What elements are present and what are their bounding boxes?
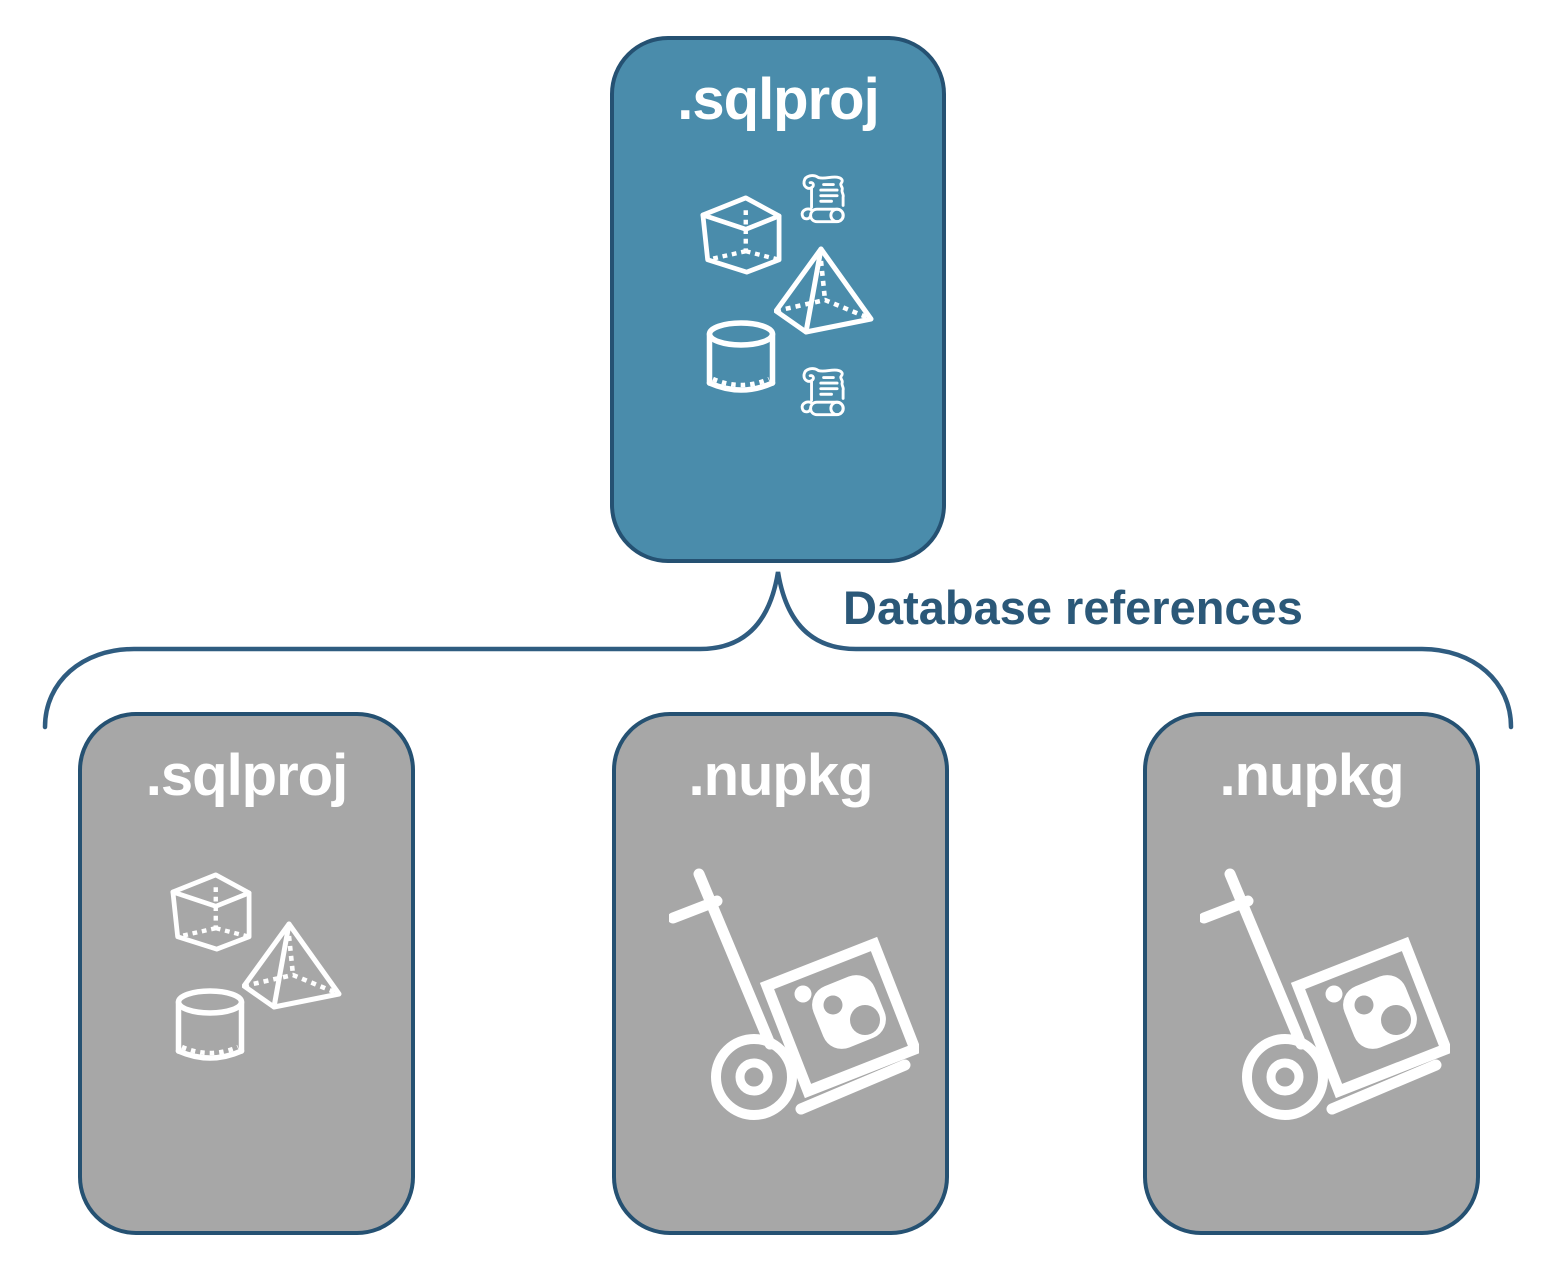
node-sqlproj-root: .sqlproj xyxy=(610,36,946,563)
cube-icon xyxy=(699,195,783,275)
node-label: .nupkg xyxy=(688,743,873,808)
script-scroll-icon xyxy=(799,365,851,417)
pyramid-icon xyxy=(242,918,342,1010)
node-nupkg-reference-1: .nupkg xyxy=(612,712,949,1235)
node-label: .sqlproj xyxy=(145,743,348,808)
script-scroll-icon xyxy=(799,172,851,224)
node-sqlproj-reference: .sqlproj xyxy=(78,712,415,1235)
node-label: .sqlproj xyxy=(677,67,879,132)
nuget-hand-truck-icon xyxy=(669,864,919,1126)
nuget-hand-truck-icon xyxy=(1200,864,1450,1126)
cylinder-icon xyxy=(706,320,776,398)
node-label: .nupkg xyxy=(1219,743,1404,808)
node-nupkg-reference-2: .nupkg xyxy=(1143,712,1480,1235)
cylinder-icon xyxy=(175,988,245,1066)
pyramid-icon xyxy=(774,243,874,335)
cube-icon xyxy=(169,872,253,952)
connector-label: Database references xyxy=(843,581,1303,634)
